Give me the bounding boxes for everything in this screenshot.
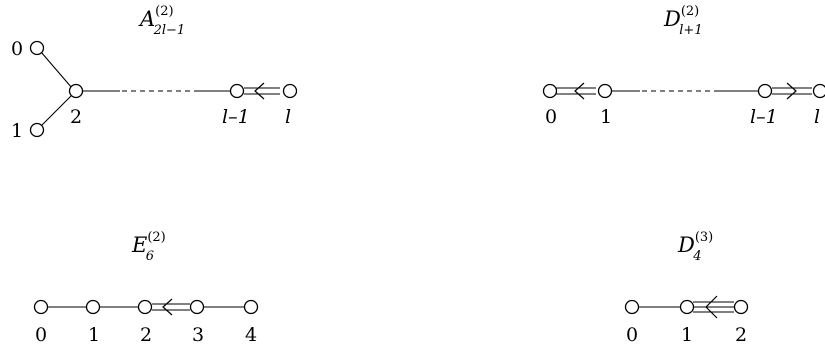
node-1 (679, 299, 695, 315)
title-dl-1: D(2)l+1 (663, 4, 703, 38)
diagram-e6: E(2)6 0 1 2 3 4 (33, 230, 259, 346)
diagram-dl-1: D(2)l+1 0 1 l–1 l (542, 4, 825, 128)
bond-1-2 (40, 94, 73, 127)
label-1: 1 (88, 324, 100, 346)
arrow-right-icon (786, 82, 797, 100)
node-0 (33, 299, 49, 315)
node-1 (85, 299, 101, 315)
arrow-left-icon (574, 82, 585, 100)
label-2: 2 (70, 106, 82, 128)
label-2: 2 (735, 324, 747, 346)
node-2 (68, 83, 84, 99)
node-4 (243, 299, 259, 315)
node-2 (137, 299, 153, 315)
label-0: 0 (626, 324, 638, 346)
node-0 (29, 40, 45, 56)
diagram-d4: D(3)4 0 1 2 (624, 230, 749, 346)
node-3 (189, 299, 205, 315)
node-1 (597, 83, 613, 99)
node-l (282, 83, 298, 99)
label-2: 2 (140, 324, 152, 346)
label-3: 3 (192, 324, 204, 346)
label-l-1: l–1 (750, 106, 778, 128)
title-d4: D(3)4 (677, 230, 713, 264)
node-l-1 (757, 83, 773, 99)
label-l: l (285, 106, 291, 128)
label-0: 0 (35, 324, 47, 346)
label-1: 1 (11, 120, 23, 142)
label-0: 0 (11, 38, 23, 60)
bond-0-2 (40, 51, 73, 89)
node-l (812, 83, 825, 99)
arrow-left-icon (254, 82, 265, 100)
node-2 (733, 299, 749, 315)
node-l-1 (229, 83, 245, 99)
label-4: 4 (245, 324, 257, 346)
node-0 (542, 83, 558, 99)
label-l: l (814, 106, 820, 128)
title-a2l-1: A(2)2l−1 (138, 4, 185, 38)
arrow-left-icon (705, 295, 718, 319)
label-1: 1 (681, 324, 693, 346)
title-e6: E(2)6 (131, 230, 166, 264)
node-1 (29, 122, 45, 138)
label-l-1: l–1 (222, 106, 250, 128)
label-1: 1 (600, 106, 612, 128)
arrow-left-icon (162, 298, 173, 316)
label-0: 0 (545, 106, 557, 128)
diagram-a2l-1: A(2)2l−1 0 1 2 l–1 l (11, 4, 298, 142)
node-0 (624, 299, 640, 315)
